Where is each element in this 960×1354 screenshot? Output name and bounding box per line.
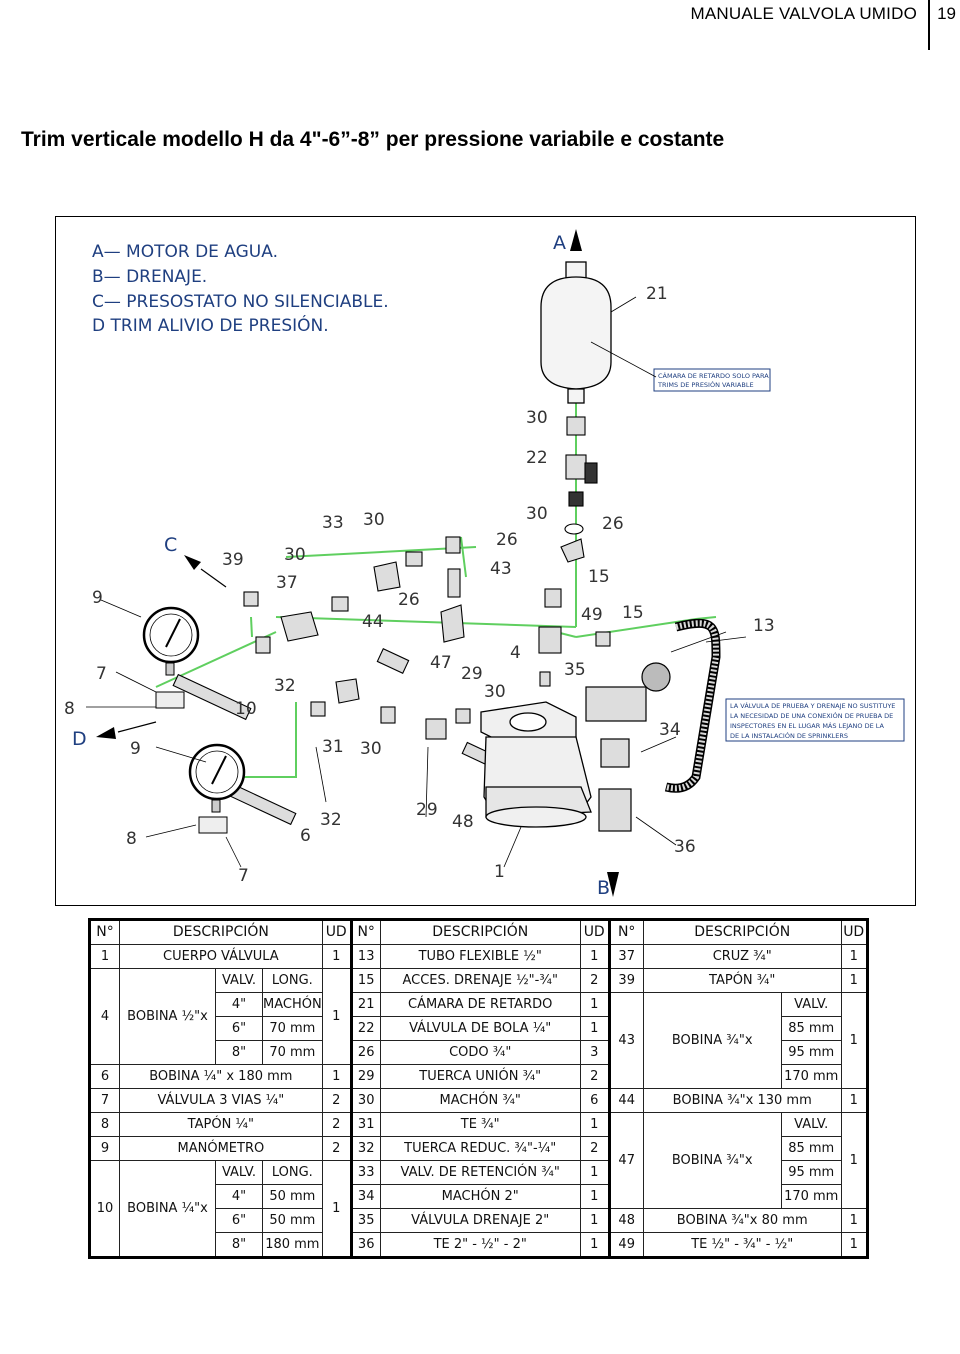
callout: 22: [526, 448, 548, 468]
page-number: 19: [937, 4, 956, 23]
callout: 30: [360, 739, 382, 759]
callout: 30: [363, 510, 385, 530]
callout: 21: [646, 284, 668, 304]
svg-text:INSPECTORES EN EL LUGAR MÁS LE: INSPECTORES EN EL LUGAR MÁS LEJANO DE LA: [730, 721, 885, 730]
vertical-fittings: [538, 416, 611, 687]
callout: 8: [64, 699, 75, 719]
arrow-a-icon: [570, 229, 582, 251]
callout: 36: [674, 837, 696, 857]
callout: 4: [510, 643, 521, 663]
header-no: N°: [608, 919, 644, 945]
header-title: MANUALE VALVOLA UMIDO: [690, 4, 917, 23]
callout: 49: [581, 605, 603, 625]
callout-numbers: 21 30 22 30 26 33 30 26 43 15 39 30 37 2…: [64, 284, 775, 886]
callout: 32: [320, 810, 342, 830]
header-ud: UD: [579, 919, 611, 945]
parts-table: N° DESCRIPCIÓN UD N° DESCRIPCIÓN UD N° D…: [88, 918, 869, 1259]
callout: 15: [588, 567, 610, 587]
exploded-trim-diagram: A— MOTOR DE AGUA. B— DRENAJE. C— PRESOST…: [64, 229, 905, 899]
callout: 8: [126, 829, 137, 849]
callout: 44: [362, 612, 384, 632]
callout: 32: [274, 676, 296, 696]
svg-text:LA NECESIDAD DE UNA CONEXIÓN D: LA NECESIDAD DE UNA CONEXIÓN DE PRUEBA D…: [730, 711, 893, 720]
callout: 26: [398, 590, 420, 610]
technical-drawing: A— MOTOR DE AGUA. B— DRENAJE. C— PRESOST…: [55, 216, 916, 906]
callout: 9: [130, 739, 141, 759]
callout: 33: [322, 513, 344, 533]
drawing-legend: A— MOTOR DE AGUA. B— DRENAJE. C— PRESOST…: [92, 242, 389, 336]
callout: 47: [430, 653, 452, 673]
valve-body-1: [480, 701, 592, 828]
callout: 26: [496, 530, 518, 550]
svg-text:CÁMARA DE RETARDO SOLO PARA: CÁMARA DE RETARDO SOLO PARA: [658, 371, 769, 380]
svg-text:DE LA INSTALACIÓN DE SPRINKLER: DE LA INSTALACIÓN DE SPRINKLERS: [730, 731, 848, 740]
table-header-row: N° DESCRIPCIÓN UD N° DESCRIPCIÓN UD N° D…: [89, 919, 868, 945]
callout: 26: [602, 514, 624, 534]
header-desc: DESCRIPCIÓN: [379, 919, 581, 945]
svg-text:TRIMS DE PRESIÓN VARIABLE: TRIMS DE PRESIÓN VARIABLE: [657, 380, 754, 389]
arrow-d-icon: [96, 727, 116, 739]
header-desc: DESCRIPCIÓN: [642, 919, 842, 945]
callout: 1: [494, 862, 505, 882]
callout: 34: [659, 720, 681, 740]
arrow-b-label: B: [597, 877, 610, 899]
header-no: N°: [89, 919, 120, 945]
callout: 48: [452, 812, 474, 832]
callout: 39: [222, 550, 244, 570]
svg-text:LA VÁLVULA DE PRUEBA Y DRENAJE: LA VÁLVULA DE PRUEBA Y DRENAJE NO SUSTIT…: [730, 701, 895, 710]
page-title: Trim verticale modello H da 4"-6”-8” per…: [21, 128, 725, 151]
arrow-b-icon: [607, 872, 619, 897]
header-ud: UD: [321, 919, 353, 945]
callout: 29: [416, 800, 438, 820]
callout: 30: [526, 504, 548, 524]
callout: 30: [484, 682, 506, 702]
callout: 31: [322, 737, 344, 757]
callout: 9: [92, 588, 103, 608]
note-chamber: CÁMARA DE RETARDO SOLO PARA TRIMS DE PRE…: [653, 368, 771, 392]
arrow-d-label: D: [72, 728, 87, 750]
callout: 6: [300, 826, 311, 846]
retard-chamber-21: [540, 261, 612, 404]
callout: 15: [622, 603, 644, 623]
header-divider: [928, 0, 930, 50]
legend-a: A— MOTOR DE AGUA.: [92, 242, 278, 262]
legend-b: B— DRENAJE.: [92, 267, 207, 287]
callout: 30: [526, 408, 548, 428]
callout: 29: [461, 664, 483, 684]
pressure-gauges: [142, 606, 246, 834]
direction-arrows: A B C D: [72, 229, 619, 899]
callout: 35: [564, 660, 586, 680]
callout: 7: [96, 664, 107, 684]
callout: 13: [753, 616, 775, 636]
legend-c: C— PRESOSTATO NO SILENCIABLE.: [92, 292, 389, 312]
arrow-c-label: C: [164, 534, 177, 556]
header-no: N°: [350, 919, 381, 945]
legend-d: D TRIM ALIVIO DE PRESIÓN.: [92, 314, 329, 336]
callout: 10: [235, 699, 257, 719]
callout-leaders: [86, 296, 747, 868]
arrow-a-label: A: [553, 232, 566, 254]
arrow-c-icon: [184, 555, 201, 570]
header-desc: DESCRIPCIÓN: [119, 919, 323, 945]
callout: 43: [490, 559, 512, 579]
callout: 7: [238, 866, 249, 886]
callout: 30: [284, 545, 306, 565]
drain-valve-35: [585, 662, 671, 832]
callout: 37: [276, 573, 298, 593]
header-ud: UD: [840, 919, 868, 945]
note-valve: LA VÁLVULA DE PRUEBA Y DRENAJE NO SUSTIT…: [725, 698, 905, 742]
